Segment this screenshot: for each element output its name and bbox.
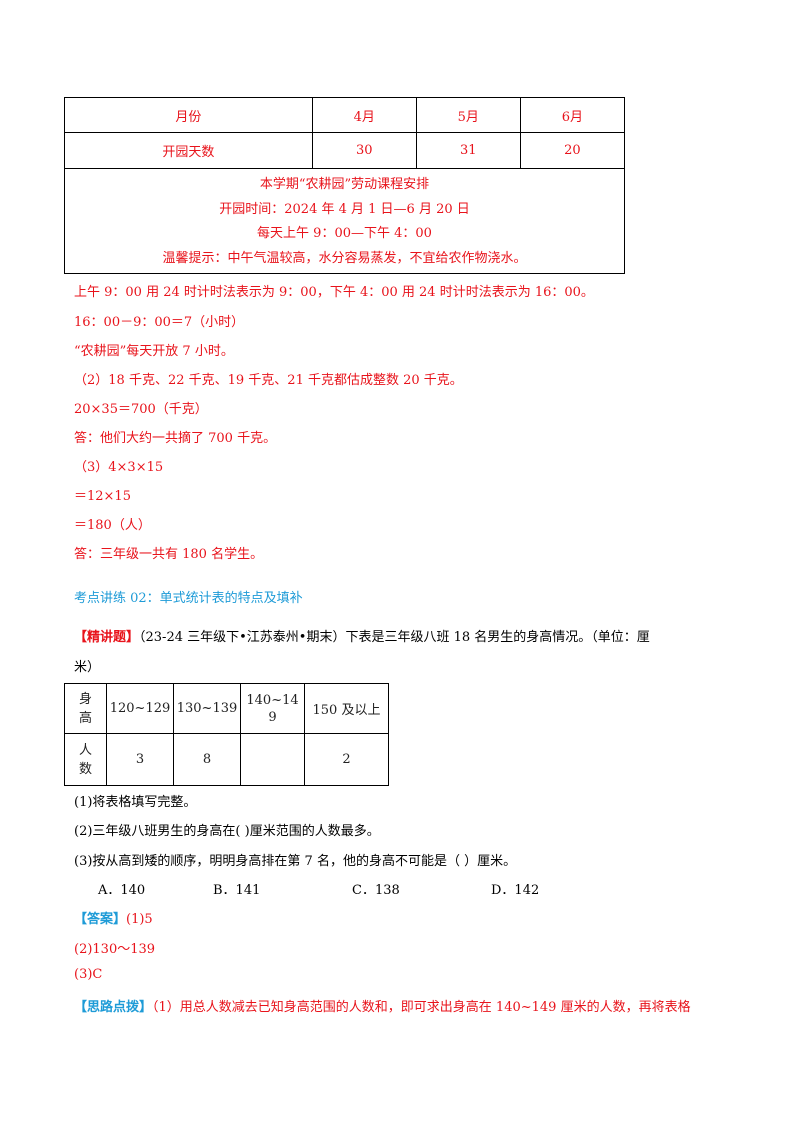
count-140-149 xyxy=(240,733,305,786)
note-line: 每天上午 9：00—下午 4：00 xyxy=(257,226,432,241)
header-may: 5月 xyxy=(415,97,521,133)
row-header-char: 数 xyxy=(78,761,92,777)
note-line: 开园时间：2024 年 4 月 1 日—6 月 20 日 xyxy=(219,201,470,217)
solution-line: （3）4×3×15 xyxy=(74,460,164,475)
problem-text-line1: （23-24 三年级下•江苏泰州•期末）下表是三年级八班 18 名男生的身高情况… xyxy=(139,630,650,645)
section-title: 考点讲练 02：单式统计表的特点及填补 xyxy=(74,591,303,606)
answer-1: (1)5 xyxy=(126,912,153,927)
range-130-139: 130~139 xyxy=(173,683,241,734)
count-150-plus: 2 xyxy=(304,733,389,786)
solution-line: （2）18 千克、22 千克、19 千克、21 千克都估成整数 20 千克。 xyxy=(74,373,463,388)
solution-line: 答：他们大约一共摘了 700 千克。 xyxy=(74,431,277,446)
solution-line: 16：00－9：00＝7（小时） xyxy=(74,315,245,330)
range-120-129: 120~129 xyxy=(106,683,174,734)
header-month: 月份 xyxy=(64,97,313,133)
open-days-april: 30 xyxy=(311,132,417,169)
solution-line: “农耕园”每天开放 7 小时。 xyxy=(74,344,234,359)
open-days-may: 31 xyxy=(415,132,521,169)
open-days-june: 20 xyxy=(519,132,626,169)
option-c: C．138 xyxy=(352,883,400,898)
problem-text: 【精讲题】（23-24 三年级下•江苏泰州•期末）下表是三年级八班 18 名男生… xyxy=(74,626,650,645)
option-b: B．141 xyxy=(213,883,261,898)
answer-2: (2)130～139 xyxy=(74,942,156,957)
answer-3: (3)C xyxy=(74,967,103,982)
row-header-count: 人 数 xyxy=(64,733,107,786)
question-1: (1)将表格填写完整。 xyxy=(74,795,197,810)
answer-line: 【答案】(1)5 xyxy=(74,908,153,927)
row-label-open-days: 开园天数 xyxy=(64,132,313,169)
solution-line: 答：三年级一共有 180 名学生。 xyxy=(74,547,264,562)
range-140-149-part2: 9 xyxy=(268,709,277,725)
answer-tag: 【答案】 xyxy=(74,912,127,927)
range-140-149-part1: 140~14 xyxy=(246,692,299,708)
row-header-height: 身 高 xyxy=(64,683,107,734)
problem-text-line2: 米） xyxy=(74,660,101,675)
hint-tag: 【思路点拨】 xyxy=(74,1000,153,1015)
schedule-note: 本学期“农耕园”劳动课程安排 开园时间：2024 年 4 月 1 日—6 月 2… xyxy=(64,168,625,274)
note-line: 温馨提示：中午气温较高，水分容易蒸发，不宜给农作物浇水。 xyxy=(162,250,527,266)
option-a: A．140 xyxy=(98,883,146,898)
header-june: 6月 xyxy=(519,97,626,133)
question-2: (2)三年级八班男生的身高在( )厘米范围的人数最多。 xyxy=(74,824,380,839)
hint-text: （1）用总人数减去已知身高范围的人数和，即可求出身高在 140~149 厘米的人… xyxy=(152,1000,691,1015)
height-table: 身 高 120~129 130~139 140~14 9 150 及以上 人 数… xyxy=(64,683,389,786)
solution-line: ＝12×15 xyxy=(74,489,131,504)
count-120-129: 3 xyxy=(106,733,174,786)
solution-line: 上午 9：00 用 24 时计时法表示为 9：00，下午 4：00 用 24 时… xyxy=(74,285,594,300)
problem-tag: 【精讲题】 xyxy=(74,630,140,645)
range-150-plus: 150 及以上 xyxy=(304,683,389,734)
count-130-139: 8 xyxy=(173,733,241,786)
row-header-char: 人 xyxy=(78,742,92,758)
option-d: D．142 xyxy=(491,883,540,898)
header-april: 4月 xyxy=(311,97,417,133)
row-header-char: 身 xyxy=(78,691,92,707)
range-140-149: 140~14 9 xyxy=(240,683,305,734)
schedule-table: 月份 4月 5月 6月 开园天数 30 31 20 本学期“农耕园”劳动课程安排… xyxy=(64,97,626,274)
note-line: 本学期“农耕园”劳动课程安排 xyxy=(259,177,430,192)
question-3: (3)按从高到矮的顺序，明明身高排在第 7 名，他的身高不可能是（ ）厘米。 xyxy=(74,854,517,869)
hint-line: 【思路点拨】（1）用总人数减去已知身高范围的人数和，即可求出身高在 140~14… xyxy=(74,996,691,1015)
row-header-char: 高 xyxy=(78,710,92,726)
solution-line: 20×35＝700（千克） xyxy=(74,402,208,417)
solution-line: ＝180（人） xyxy=(74,518,151,533)
